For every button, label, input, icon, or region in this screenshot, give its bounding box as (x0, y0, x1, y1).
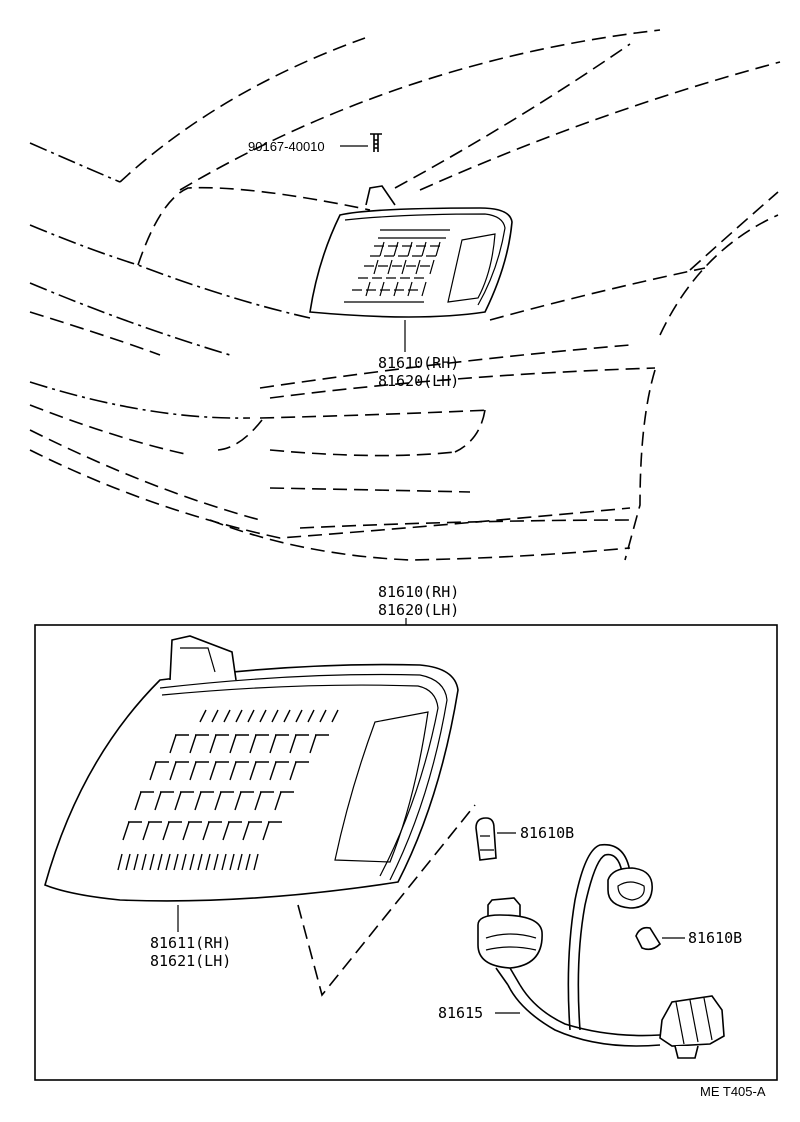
label-bulb-2: 81610B (688, 929, 742, 947)
label-screw-part: 90167-40010 (248, 139, 325, 154)
screw-icon[interactable] (370, 133, 382, 152)
lamp-lens-grid-small (344, 229, 450, 303)
label-top-lamp-lh: 81620(LH) (378, 372, 459, 390)
lamp-lens-large[interactable] (44, 635, 459, 902)
exploded-view-box (34, 624, 778, 1081)
label-socket: 81615 (438, 1004, 483, 1022)
vehicle-body-outline (29, 29, 781, 561)
label-box-lamp-lh: 81620(LH) (378, 601, 459, 619)
assembly-guide-line (297, 804, 476, 997)
label-box-lamp-rh: 81610(RH) (378, 583, 459, 601)
bulb-icon[interactable] (475, 817, 497, 861)
label-lens-rh: 81611(RH) (150, 934, 231, 952)
label-bulb-1: 81610B (520, 824, 574, 842)
label-lens-lh: 81621(LH) (150, 952, 231, 970)
bulb-icon[interactable] (635, 926, 662, 951)
socket-wire-harness[interactable] (477, 843, 725, 1059)
figure-code: ME T405-A (700, 1084, 766, 1099)
label-top-lamp-rh: 81610(RH) (378, 354, 459, 372)
corner-lamp-installed[interactable] (309, 185, 513, 318)
lamp-lens-grid-large (117, 709, 339, 871)
